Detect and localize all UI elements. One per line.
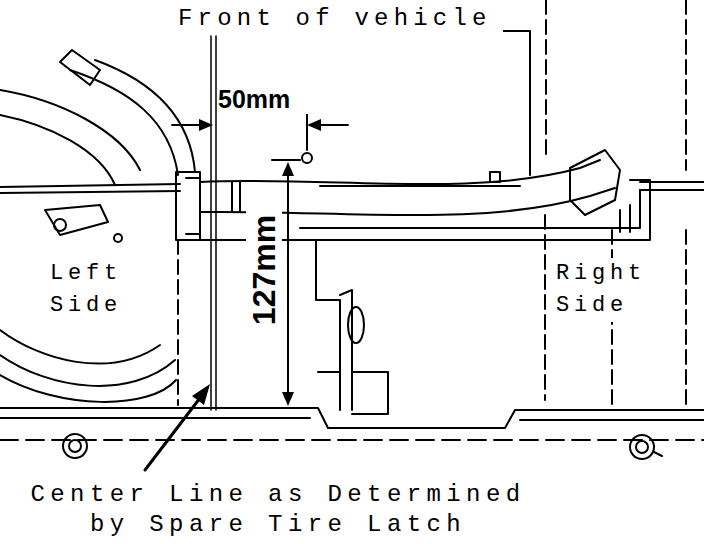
support-plate [300,190,640,228]
support-plate [620,205,630,232]
heading-label: Front of vehicle [178,4,503,34]
frame-line [545,0,547,160]
arrowhead [282,392,294,406]
arrowhead [307,119,321,131]
center-line [210,36,212,410]
bolt [63,434,87,458]
pipe-joint [232,182,240,212]
tire-edge [0,330,160,364]
frame-line [685,0,687,170]
bolt [114,234,122,242]
bolt [654,452,662,456]
dimension-label: 127mm [246,205,282,335]
hose [95,60,195,172]
side-label: Right Side [556,258,666,322]
pipe-bracket [176,172,200,240]
frame-line [685,230,687,405]
hose-clamp [60,50,100,85]
hose [0,90,140,170]
hose [70,70,178,175]
extension-line [272,159,300,161]
side-label: Left Side [40,258,132,322]
latch-point [302,153,312,163]
tire-edge [0,375,176,402]
panel-edge [0,417,310,419]
pipe-tab [490,172,500,182]
leader-arrow [145,398,200,470]
center-line [215,36,217,410]
bolt [636,441,648,453]
panel-edge [0,408,704,428]
latch-bracket [340,290,352,410]
arrowhead [192,384,210,405]
pipe [200,160,600,184]
latch-plate [352,372,388,414]
dimension-label: 50mm [218,84,308,114]
cable [0,191,180,193]
callout-label: Center Line as Determined by Spare Tire … [16,480,540,540]
bolt [630,435,654,459]
hose [0,115,115,185]
bolt [54,219,66,231]
panel-edge [520,419,704,421]
latch-bracket [316,240,340,410]
mount-bracket [45,205,108,235]
tire-edge [0,355,175,386]
frame-line [500,31,530,175]
pipe-clamp [570,150,620,215]
latch-plate [318,371,340,373]
latch-pin [348,307,364,343]
pipe-edge [320,185,520,187]
dimension-line [287,170,289,398]
cable [0,184,180,187]
bolt [69,440,81,452]
pipe-bracket [186,178,200,234]
arrowhead [199,119,213,131]
frame-line [544,215,546,400]
extension-line [306,112,308,150]
panel-edge [0,439,704,441]
arrowhead [282,162,294,176]
frame-line [177,240,179,405]
